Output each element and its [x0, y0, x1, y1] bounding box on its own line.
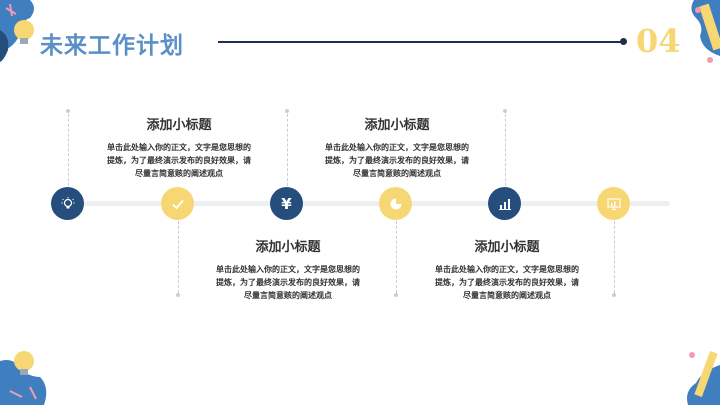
item-body: 单击此处输入你的正文，文字是您思想的 提炼，为了最终演示发布的良好效果，请 尽量… — [216, 264, 360, 300]
connector-line — [287, 114, 288, 186]
corner-decoration-bottom-left — [0, 351, 47, 405]
connector-dot — [503, 109, 507, 113]
title-divider-dot — [620, 38, 627, 45]
bar-chart-icon — [498, 198, 511, 210]
timeline-item-1: 添加小标题 单击此处输入你的正文，文字是您思想的 提炼，为了最终演示发布的良好效… — [94, 114, 264, 180]
item-body: 单击此处输入你的正文，文字是您思想的 提炼，为了最终演示发布的良好效果，请 尽量… — [107, 142, 251, 178]
item-title: 添加小标题 — [474, 240, 540, 255]
connector-dot — [285, 109, 289, 113]
connector-dot — [612, 293, 616, 297]
connector-dot — [394, 293, 398, 297]
connector-line — [68, 114, 69, 186]
yen-icon: ¥ — [281, 194, 292, 213]
connector-line — [505, 114, 506, 186]
corner-decoration-bottom-right — [687, 351, 720, 405]
item-title: 添加小标题 — [146, 118, 212, 133]
connector-line — [614, 221, 615, 293]
timeline-node-5 — [488, 187, 521, 220]
timeline-node-2 — [161, 187, 194, 220]
timeline-item-2: 添加小标题 单击此处输入你的正文，文字是您思想的 提炼，为了最终演示发布的良好效… — [312, 114, 482, 180]
timeline-node-4 — [379, 187, 412, 220]
timeline-node-3: ¥ — [270, 187, 303, 220]
page-number: 04 — [636, 22, 681, 60]
presentation-chart-icon — [606, 197, 621, 210]
page-title: 未来工作计划 — [40, 32, 184, 59]
title-divider-line — [218, 41, 622, 43]
item-title: 添加小标题 — [255, 240, 321, 255]
timeline-node-6 — [597, 187, 630, 220]
corner-decoration-top-left — [0, 0, 34, 62]
lightbulb-icon — [61, 196, 74, 208]
item-title: 添加小标题 — [364, 118, 430, 133]
pie-chart-icon — [390, 198, 401, 209]
timeline-track — [50, 201, 670, 206]
connector-line — [178, 221, 179, 293]
connector-line — [396, 221, 397, 293]
checkmark-icon — [171, 199, 184, 209]
item-body: 单击此处输入你的正文，文字是您思想的 提炼，为了最终演示发布的良好效果，请 尽量… — [325, 142, 469, 178]
corner-decoration-top-right — [691, 0, 720, 63]
timeline-node-1 — [51, 187, 84, 220]
item-body: 单击此处输入你的正文，文字是您思想的 提炼，为了最终演示发布的良好效果，请 尽量… — [435, 264, 579, 300]
connector-dot — [66, 109, 70, 113]
timeline-item-3: 添加小标题 单击此处输入你的正文，文字是您思想的 提炼，为了最终演示发布的良好效… — [203, 236, 373, 302]
timeline-item-4: 添加小标题 单击此处输入你的正文，文字是您思想的 提炼，为了最终演示发布的良好效… — [422, 236, 592, 302]
connector-dot — [176, 293, 180, 297]
